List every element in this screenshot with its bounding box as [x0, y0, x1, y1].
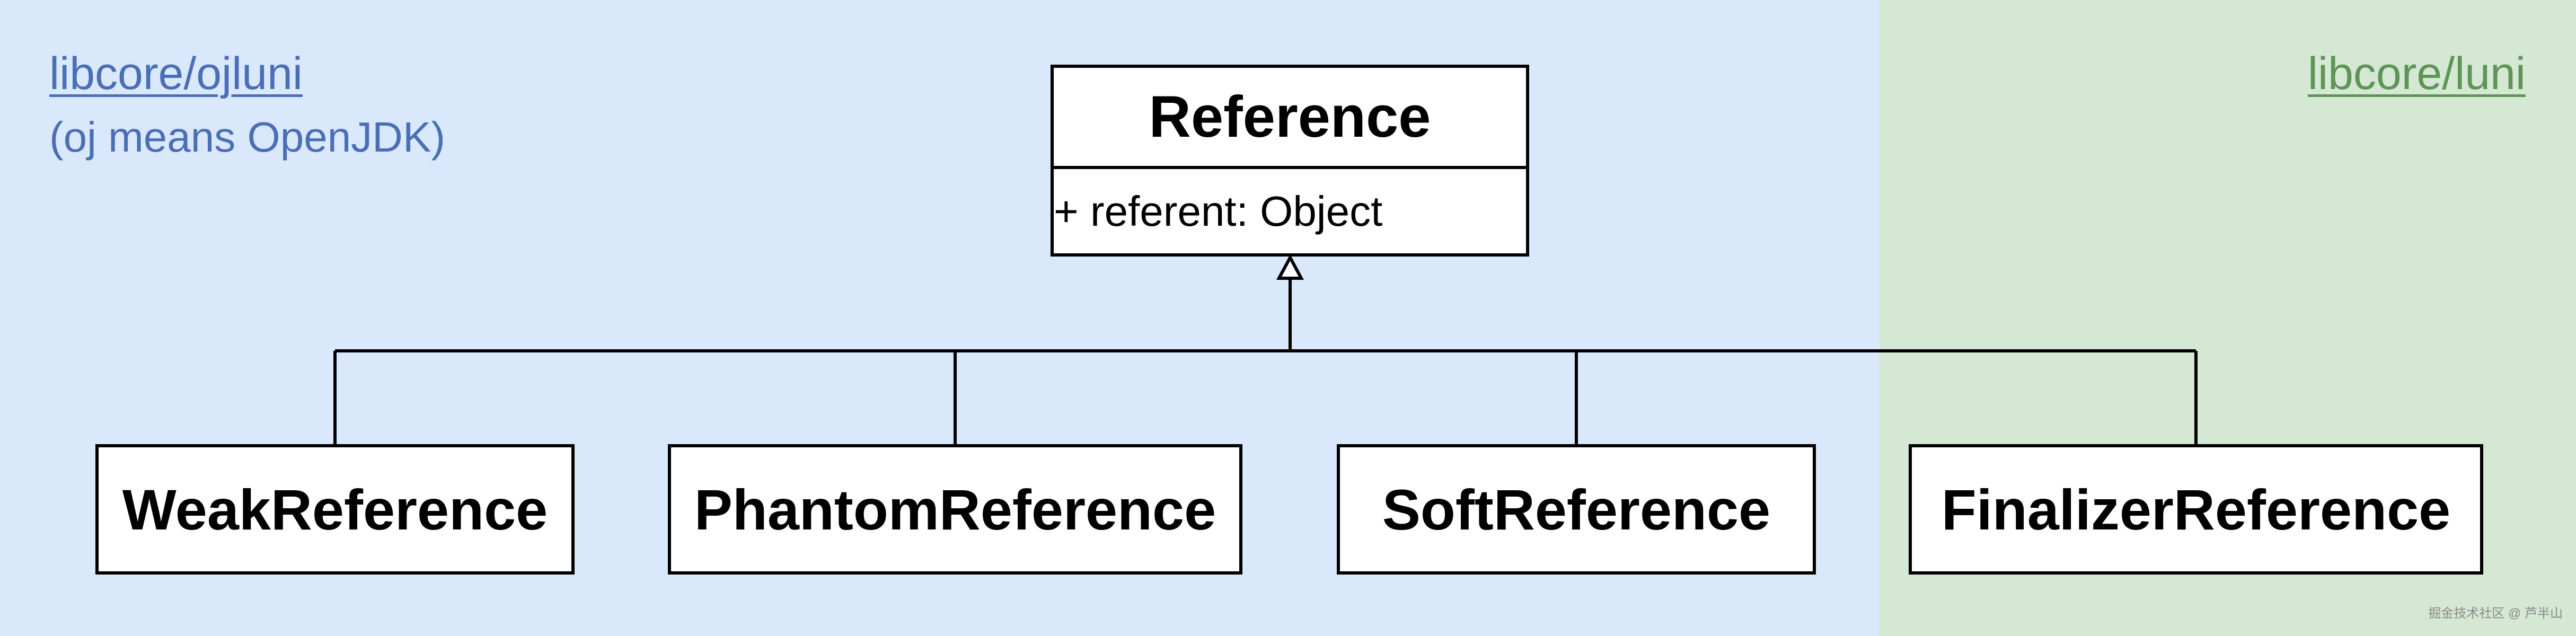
phantom-reference-class-box[interactable]: PhantomReference: [668, 444, 1242, 575]
ojluni-note: (oj means OpenJDK): [49, 113, 445, 161]
soft-reference-class-box[interactable]: SoftReference: [1337, 444, 1816, 575]
finalizer-reference-class-box[interactable]: FinalizerReference: [1909, 444, 2483, 575]
reference-class-name: Reference: [1054, 68, 1526, 169]
ojluni-link[interactable]: libcore/ojluni: [49, 48, 303, 99]
weak-reference-class-box[interactable]: WeakReference: [95, 444, 575, 575]
watermark: 掘金技术社区 @ 芦半山: [2428, 606, 2563, 621]
reference-class-field: + referent: Object: [1054, 187, 1383, 235]
reference-class-box[interactable]: Reference + referent: Object: [1051, 65, 1529, 257]
luni-link[interactable]: libcore/luni: [2307, 48, 2526, 99]
